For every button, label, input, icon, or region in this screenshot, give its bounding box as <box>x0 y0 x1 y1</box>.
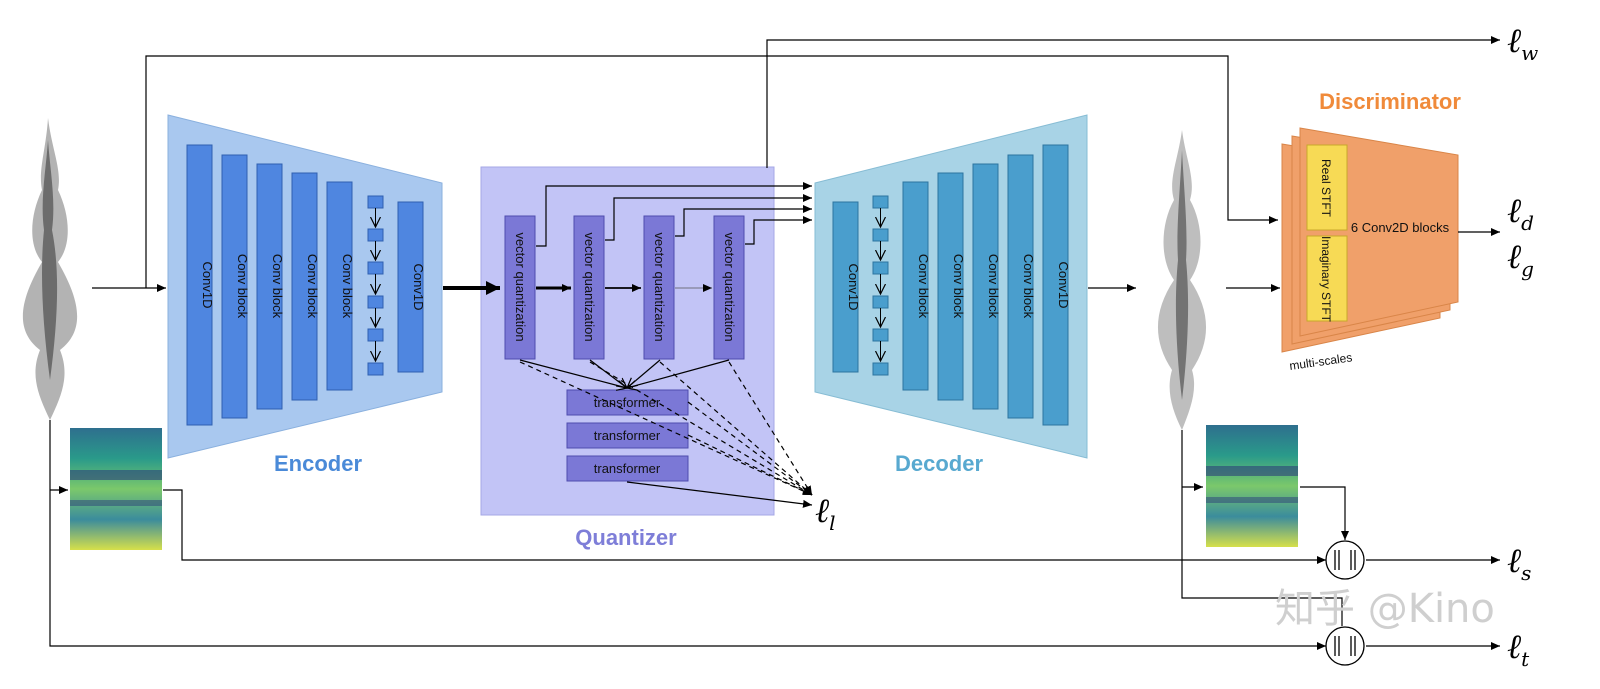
loss-symbol: ℓ <box>1507 627 1521 667</box>
encoder-block-2: Conv block <box>221 154 250 419</box>
decoder-block-label: Conv block <box>986 254 1001 319</box>
vq-label: vector quantization <box>722 232 737 341</box>
encoder-block-label: Conv block <box>270 254 285 319</box>
conv2d-label: 6 Conv2D blocks <box>1351 220 1450 235</box>
svg-text:ℓt: ℓt <box>1507 627 1530 671</box>
decoder-block-5: Conv block <box>1007 154 1036 419</box>
svg-text:ℓw: ℓw <box>1507 21 1538 65</box>
loss-subscript: g <box>1521 257 1534 281</box>
decoder-block-label: Conv1D <box>846 264 861 311</box>
svg-text:ℓg: ℓg <box>1507 237 1534 281</box>
decoder-block-6: Conv1D <box>1042 144 1071 426</box>
loss-symbol: ℓ <box>1507 541 1521 581</box>
loss-symbol: ℓ <box>1507 237 1521 277</box>
loss-subscript: d <box>1521 211 1534 235</box>
output-spectrogram <box>1206 425 1298 547</box>
encoder-block-label: Conv1D <box>411 264 426 311</box>
quantizer: vector quantization vector quantization … <box>480 166 775 550</box>
quantizer-title: Quantizer <box>575 525 677 550</box>
loss-symbol: ℓ <box>815 491 829 531</box>
input-waveform <box>22 118 78 420</box>
loss-subscript: w <box>1521 41 1538 65</box>
real-stft-block: Real STFT <box>1306 144 1348 231</box>
loss-symbol: ℓ <box>1507 21 1521 61</box>
encoder-block-label: Conv1D <box>200 262 215 309</box>
decoder-block-label: Conv block <box>916 254 931 319</box>
vq-label: vector quantization <box>582 232 597 341</box>
transformer-label: transformer <box>594 461 661 476</box>
transformer-block-2: transformer <box>566 422 689 449</box>
vq-block-1: vector quantization <box>504 215 536 360</box>
encoder-block-label: Conv block <box>305 254 320 319</box>
input-spectrogram <box>70 428 162 550</box>
transformer-block-3: transformer <box>566 455 689 482</box>
decoder-block-label: Conv block <box>951 254 966 319</box>
decoder-block-label: Conv1D <box>1056 262 1071 309</box>
vq-label: vector quantization <box>513 232 528 341</box>
encoder-block-1: Conv1D <box>186 144 215 426</box>
loss-subscript: l <box>829 511 835 535</box>
encoder-block-3: Conv block <box>256 163 285 410</box>
encoder-title: Encoder <box>274 451 362 476</box>
vq-block-3: vector quantization <box>643 215 675 360</box>
encoder-block-4: Conv block <box>291 172 320 401</box>
encoder-lstm-stack <box>367 195 384 376</box>
decoder-block-4: Conv block <box>972 163 1001 410</box>
real-stft-label: Real STFT <box>1319 159 1333 218</box>
discriminator: Discriminator Real STFT Imaginary STFT 6… <box>1281 89 1461 373</box>
encoder-block-6: Conv1D <box>397 201 426 373</box>
decoder-block-3: Conv block <box>937 172 966 401</box>
svg-text:ℓl: ℓl <box>815 491 836 535</box>
output-waveform <box>1157 130 1207 430</box>
encoder-block-label: Conv block <box>340 254 355 319</box>
loss-s: ℓs <box>1507 541 1531 585</box>
norm-op-time <box>1325 626 1365 666</box>
loss-t: ℓt <box>1507 627 1530 671</box>
imag-stft-block: Imaginary STFT <box>1306 235 1348 323</box>
multi-scales-label: multi-scales <box>1288 350 1353 373</box>
encoder-block-label: Conv block <box>235 254 250 319</box>
loss-subscript: s <box>1521 561 1531 585</box>
loss-symbol: ℓ <box>1507 191 1521 231</box>
transformer-label: transformer <box>594 395 661 410</box>
discriminator-title: Discriminator <box>1319 89 1461 114</box>
svg-text:ℓs: ℓs <box>1507 541 1531 585</box>
decoder-title: Decoder <box>895 451 983 476</box>
norm-op-spectral <box>1325 540 1365 580</box>
vq-label: vector quantization <box>652 232 667 341</box>
imag-stft-label: Imaginary STFT <box>1319 236 1333 323</box>
transformer-label: transformer <box>594 428 661 443</box>
encoder-block-5: Conv block <box>326 181 355 391</box>
connections <box>49 36 1500 650</box>
watermark-text: 知乎 @Kino <box>1275 586 1495 632</box>
decoder-block-1: Conv1D <box>832 201 861 373</box>
loss-d: ℓd <box>1507 191 1534 235</box>
encoder: Conv1D Conv block Conv block Conv block … <box>167 114 443 476</box>
loss-subscript: t <box>1521 647 1530 671</box>
vq-block-2: vector quantization <box>573 215 605 360</box>
decoder-block-label: Conv block <box>1021 254 1036 319</box>
decoder-lstm-stack <box>872 195 889 376</box>
loss-w: ℓw <box>1507 21 1538 65</box>
svg-text:ℓd: ℓd <box>1507 191 1534 235</box>
loss-l: ℓl <box>815 491 836 535</box>
loss-g: ℓg <box>1507 237 1534 281</box>
decoder-block-2: Conv block <box>902 181 931 391</box>
vq-block-4: vector quantization <box>713 215 745 360</box>
decoder: Conv1D Conv block Conv block <box>814 114 1088 476</box>
